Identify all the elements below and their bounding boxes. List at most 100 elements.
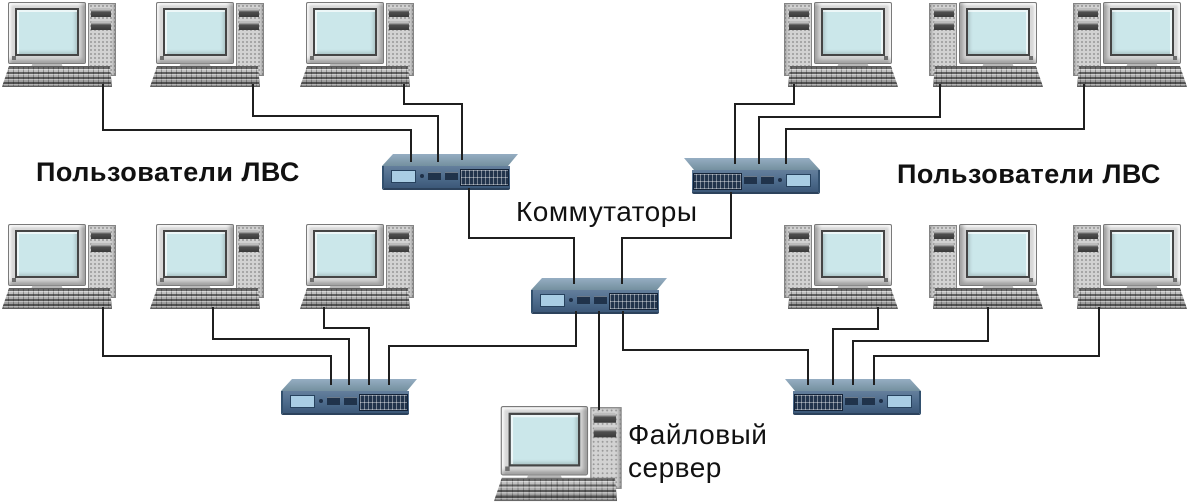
drive-bay <box>934 21 954 30</box>
monitor-screen <box>821 230 885 278</box>
keyboard <box>1077 66 1187 87</box>
drive-bay <box>789 8 809 17</box>
monitor-screen <box>163 8 227 56</box>
pc-top-left-2 <box>150 2 265 86</box>
monitor-screen <box>966 230 1030 278</box>
monitor-screen <box>313 8 377 56</box>
monitor-power-button <box>12 56 16 60</box>
monitor <box>306 224 384 286</box>
connection-line-switch-top-right-to-switch-core <box>621 237 732 239</box>
computer-tower <box>386 225 414 298</box>
switch-port-grid <box>460 169 509 186</box>
connection-line-pc-bottom-left-3-to-switch-bottom-left <box>368 327 370 385</box>
computer-tower <box>590 407 622 489</box>
pc-top-right-3 <box>1072 2 1187 86</box>
monitor <box>156 2 234 64</box>
connection-line-pc-bottom-right-2-to-switch-bottom-right <box>987 307 989 342</box>
drive-bay <box>239 230 259 239</box>
switch-button <box>569 298 573 302</box>
drive-bay <box>389 230 409 239</box>
computer-tower <box>236 3 264 76</box>
connection-line-pc-bottom-left-2-to-switch-bottom-left <box>212 338 350 340</box>
label-file-server: Файловый сервер <box>628 418 767 484</box>
keyboard <box>300 66 410 87</box>
keyboard <box>1077 288 1187 309</box>
switch-lcd-panel <box>290 395 315 408</box>
connection-line-switch-top-right-to-switch-core <box>730 192 732 239</box>
connection-line-switch-top-left-to-switch-core <box>468 237 575 239</box>
drive-bay <box>593 412 617 423</box>
monitor-power-button <box>1173 56 1177 60</box>
label-switches: Коммутаторы <box>516 196 698 227</box>
monitor-screen <box>508 412 581 467</box>
monitor-power-button <box>1029 278 1033 282</box>
keyboard <box>300 288 410 309</box>
connection-line-pc-top-left-3-to-switch-top-left <box>461 103 463 160</box>
drive-bay <box>389 8 409 17</box>
switch-button <box>319 399 323 403</box>
keyboard <box>2 66 112 87</box>
switch-port-grid <box>693 173 742 190</box>
pc-bottom-left-1 <box>2 224 117 308</box>
switch-top-right <box>684 158 820 196</box>
connection-line-pc-top-right-2-to-switch-top-right <box>939 84 941 118</box>
switch-button <box>778 178 782 182</box>
switch-lcd-panel <box>391 170 416 183</box>
computer-tower <box>929 3 957 76</box>
connection-line-pc-top-left-1-to-switch-top-left <box>102 129 412 131</box>
switch-front-face <box>793 391 921 415</box>
monitor-screen <box>966 8 1030 56</box>
switch-uplink-module <box>862 397 875 405</box>
monitor-power-button <box>1029 56 1033 60</box>
pc-bottom-right-3 <box>1072 224 1187 308</box>
drive-bay <box>1078 8 1098 17</box>
drive-bay <box>239 21 259 30</box>
label-file-server-line1: Файловый <box>628 419 768 450</box>
computer-tower <box>236 225 264 298</box>
connection-line-switch-core-to-switch-bottom-right <box>807 349 809 385</box>
switch-lcd-panel <box>540 294 565 307</box>
connection-line-pc-top-left-2-to-switch-top-left <box>252 115 439 117</box>
monitor-power-button <box>310 278 314 282</box>
pc-bottom-left-2 <box>150 224 265 308</box>
switch-front-face <box>281 391 409 415</box>
drive-bay <box>91 8 111 17</box>
connection-line-pc-bottom-right-1-to-switch-bottom-right <box>832 328 879 330</box>
switch-port-grid <box>794 394 843 411</box>
connection-line-pc-top-left-1-to-switch-top-left <box>102 84 104 131</box>
drive-bay <box>1078 230 1098 239</box>
monitor-screen <box>163 230 227 278</box>
monitor <box>156 224 234 286</box>
connection-line-pc-top-right-3-to-switch-top-right <box>785 128 787 164</box>
computer-tower <box>1073 3 1101 76</box>
drive-bay <box>789 21 809 30</box>
drive-bay <box>239 243 259 252</box>
monitor <box>959 2 1037 64</box>
connection-line-pc-top-left-3-to-switch-top-left <box>403 84 405 105</box>
drive-bay <box>934 230 954 239</box>
pc-top-right-2 <box>928 2 1043 86</box>
computer-tower <box>386 3 414 76</box>
connection-line-pc-top-left-2-to-switch-top-left <box>437 115 439 162</box>
keyboard <box>150 288 260 309</box>
connection-line-pc-bottom-left-3-to-switch-bottom-left <box>323 327 370 329</box>
switch-button <box>879 399 883 403</box>
switch-uplink-module <box>577 296 590 304</box>
monitor-screen <box>313 230 377 278</box>
drive-bay <box>789 243 809 252</box>
connection-line-pc-bottom-left-3-to-switch-bottom-left <box>323 307 325 329</box>
switch-button <box>420 174 424 178</box>
pc-top-left-3 <box>300 2 415 86</box>
keyboard <box>788 66 898 87</box>
switch-top-face <box>531 278 667 290</box>
switch-uplink-module <box>744 176 757 184</box>
monitor-screen <box>15 8 79 56</box>
connection-line-switch-core-to-switch-bottom-right <box>622 311 624 351</box>
monitor-screen <box>15 230 79 278</box>
keyboard <box>933 66 1043 87</box>
connection-line-switch-core-to-switch-bottom-left <box>575 311 577 347</box>
pc-bottom-left-3 <box>300 224 415 308</box>
label-lan-users-right: Пользователи ЛВС <box>897 159 1161 189</box>
label-file-server-line2: сервер <box>628 452 722 483</box>
